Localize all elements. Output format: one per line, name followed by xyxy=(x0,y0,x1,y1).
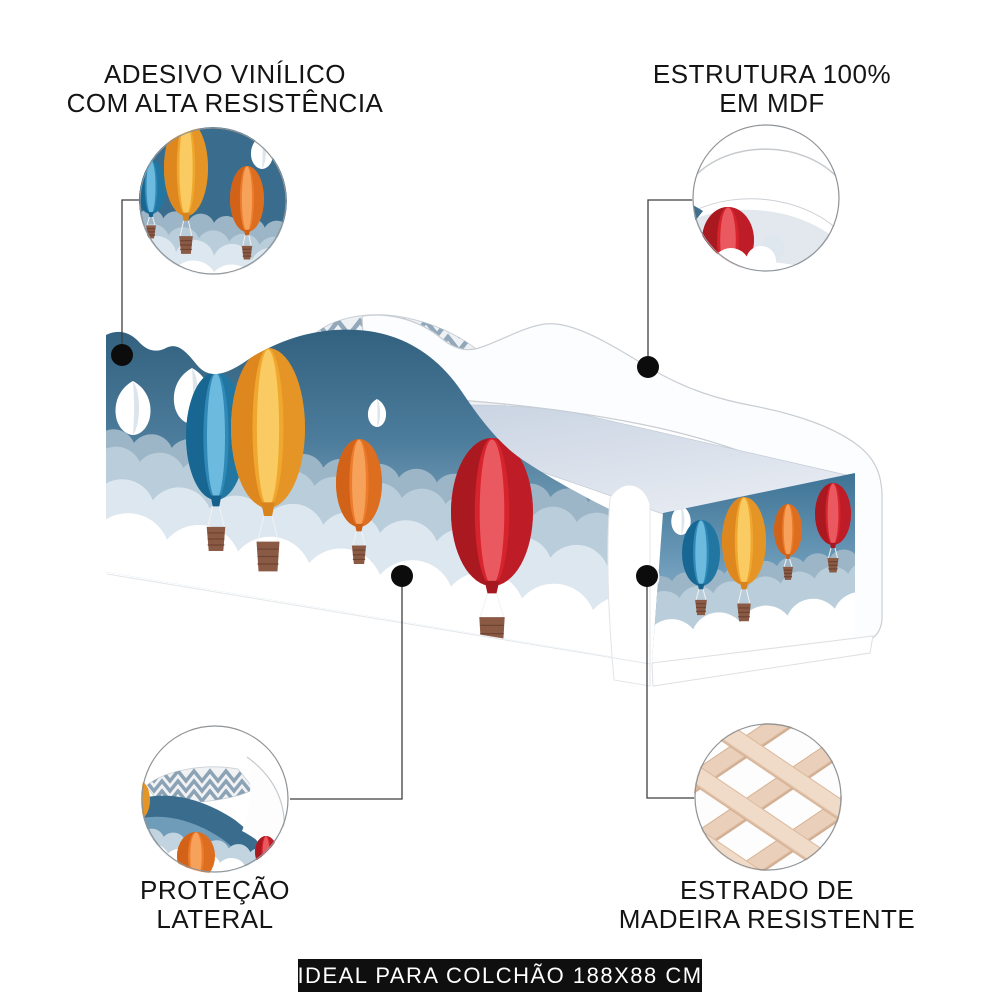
panel-bottom-edge xyxy=(106,573,651,665)
bed xyxy=(106,314,883,687)
callout-circle-estrutura xyxy=(692,124,840,272)
callout-connectors xyxy=(121,199,696,800)
yellow-balloon xyxy=(722,497,766,622)
connector-line-adesivo xyxy=(121,199,141,355)
base-strip xyxy=(651,635,874,687)
orange-balloon xyxy=(336,439,382,565)
callout-circle-adesivo xyxy=(139,127,287,275)
label-line: PROTEÇÃO xyxy=(140,875,290,905)
callout-label-protecao-lateral: PROTEÇÃO LATERAL xyxy=(35,876,395,934)
callout-dot-adesivo xyxy=(111,344,133,366)
red-balloon xyxy=(451,438,533,651)
paper-cloud xyxy=(367,399,387,427)
callout-label-estrado-madeira: ESTRADO DE MADEIRA RESISTENTE xyxy=(587,876,947,934)
label-line: COM ALTA RESISTÊNCIA xyxy=(66,88,384,118)
blanket-zigzag xyxy=(146,778,252,794)
red-balloon xyxy=(815,483,851,573)
label-line: MADEIRA RESISTENTE xyxy=(618,904,916,934)
callout-circle-protecao xyxy=(141,725,289,873)
label-line: EM MDF xyxy=(719,88,825,118)
orange-balloon xyxy=(774,504,802,580)
yellow-balloon xyxy=(164,127,208,254)
callout-circle-estrado xyxy=(694,723,842,871)
label-line: LATERAL xyxy=(156,904,274,934)
red-balloon xyxy=(255,836,277,871)
callout-dot-protecao xyxy=(391,565,413,587)
paper-cloud xyxy=(671,505,691,535)
label-line: ADESIVO VINÍLICO xyxy=(103,59,347,89)
blue-balloon xyxy=(682,520,720,616)
connector-line-protecao xyxy=(290,576,403,800)
yellow-balloon xyxy=(231,348,305,572)
callout-dot-estrutura xyxy=(637,356,659,378)
connector-line-estrado xyxy=(646,576,696,799)
footboard-panel xyxy=(652,473,855,663)
callout-dots xyxy=(111,344,659,587)
orange-balloon xyxy=(230,166,264,260)
rail-swoosh xyxy=(242,757,285,856)
yellow-balloon xyxy=(141,780,150,820)
label-line: ESTRADO DE xyxy=(679,875,855,905)
label-line: ESTRUTURA 100% xyxy=(652,59,892,89)
mattress-size-banner: IDEAL PARA COLCHÃO 188X88 CM xyxy=(297,959,702,992)
callout-dot-estrado xyxy=(636,565,658,587)
connector-line-estrutura xyxy=(647,199,694,367)
callout-label-adesivo-vinilico: ADESIVO VINÍLICO COM ALTA RESISTÊNCIA xyxy=(45,60,405,118)
callout-label-estrutura-mdf: ESTRUTURA 100% EM MDF xyxy=(592,60,952,118)
far-rail xyxy=(361,314,883,646)
corner-post xyxy=(607,484,651,687)
blue-balloon xyxy=(186,372,246,552)
paper-cloud xyxy=(115,381,151,435)
